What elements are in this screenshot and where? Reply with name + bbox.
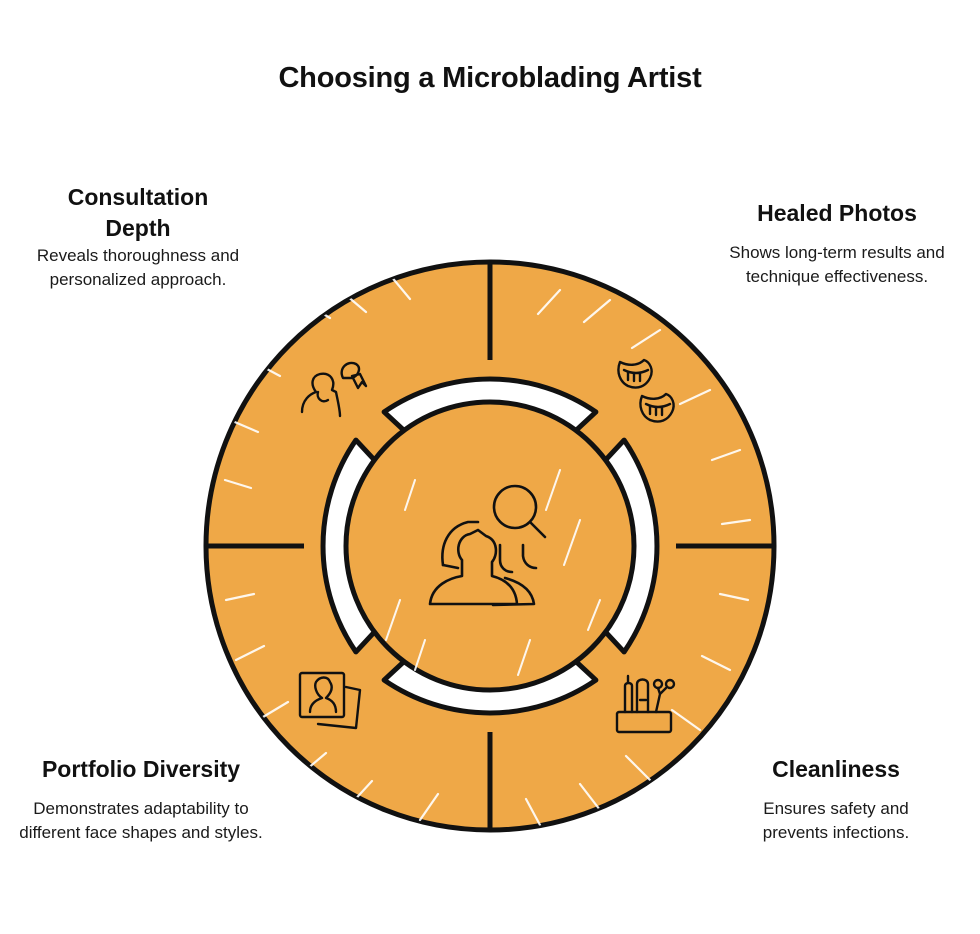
- segment-heading: Consultation Depth: [18, 182, 258, 244]
- segment-cleanliness: Cleanliness Ensures safety and prevents …: [730, 754, 942, 844]
- segment-heading: Healed Photos: [757, 200, 917, 226]
- center-circle: [343, 399, 637, 693]
- heading-line-1: Consultation: [67, 184, 209, 210]
- segment-heading: Portfolio Diversity: [41, 756, 241, 782]
- segment-heading: Cleanliness: [772, 756, 900, 782]
- segment-description: Demonstrates adaptability to different f…: [19, 799, 263, 842]
- segment-healed-photos: Healed Photos Shows long-term results an…: [716, 198, 958, 288]
- segment-description: Shows long-term results and technique ef…: [729, 243, 945, 286]
- healed-brows-icon: [617, 358, 675, 423]
- consultation-icon: [300, 361, 368, 418]
- portfolio-photos-icon: [298, 671, 362, 730]
- segment-portfolio-diversity: Portfolio Diversity Demonstrates adaptab…: [18, 754, 264, 844]
- page-title: Choosing a Microblading Artist: [278, 62, 702, 94]
- sterile-tools-icon: [615, 674, 676, 734]
- heading-line-2: Depth: [105, 215, 171, 241]
- segment-consultation-depth: Consultation Depth Reveals thoroughness …: [18, 182, 258, 291]
- segment-description: Reveals thoroughness and personalized ap…: [36, 246, 240, 289]
- people-search-icon: [428, 484, 547, 607]
- segment-description: Ensures safety and prevents infections.: [762, 799, 910, 842]
